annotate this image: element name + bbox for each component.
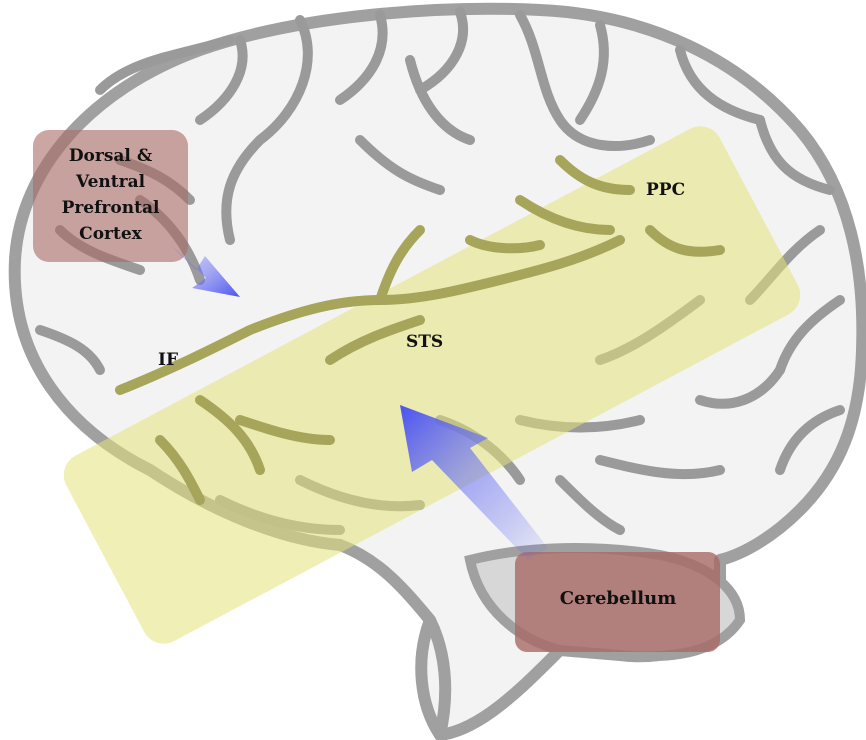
prefrontal-cortex-label: Dorsal & Ventral Prefrontal Cortex <box>33 140 188 250</box>
cerebellum-label: Cerebellum <box>518 578 718 618</box>
sts-label: STS <box>406 332 443 352</box>
prefrontal-line-2: Ventral <box>76 169 145 195</box>
prefrontal-line-3: Prefrontal <box>62 195 160 221</box>
prefrontal-line-1: Dorsal & <box>69 143 152 169</box>
prefrontal-line-4: Cortex <box>79 221 142 247</box>
ppc-label: PPC <box>646 180 685 200</box>
if-label: IF <box>158 350 178 370</box>
